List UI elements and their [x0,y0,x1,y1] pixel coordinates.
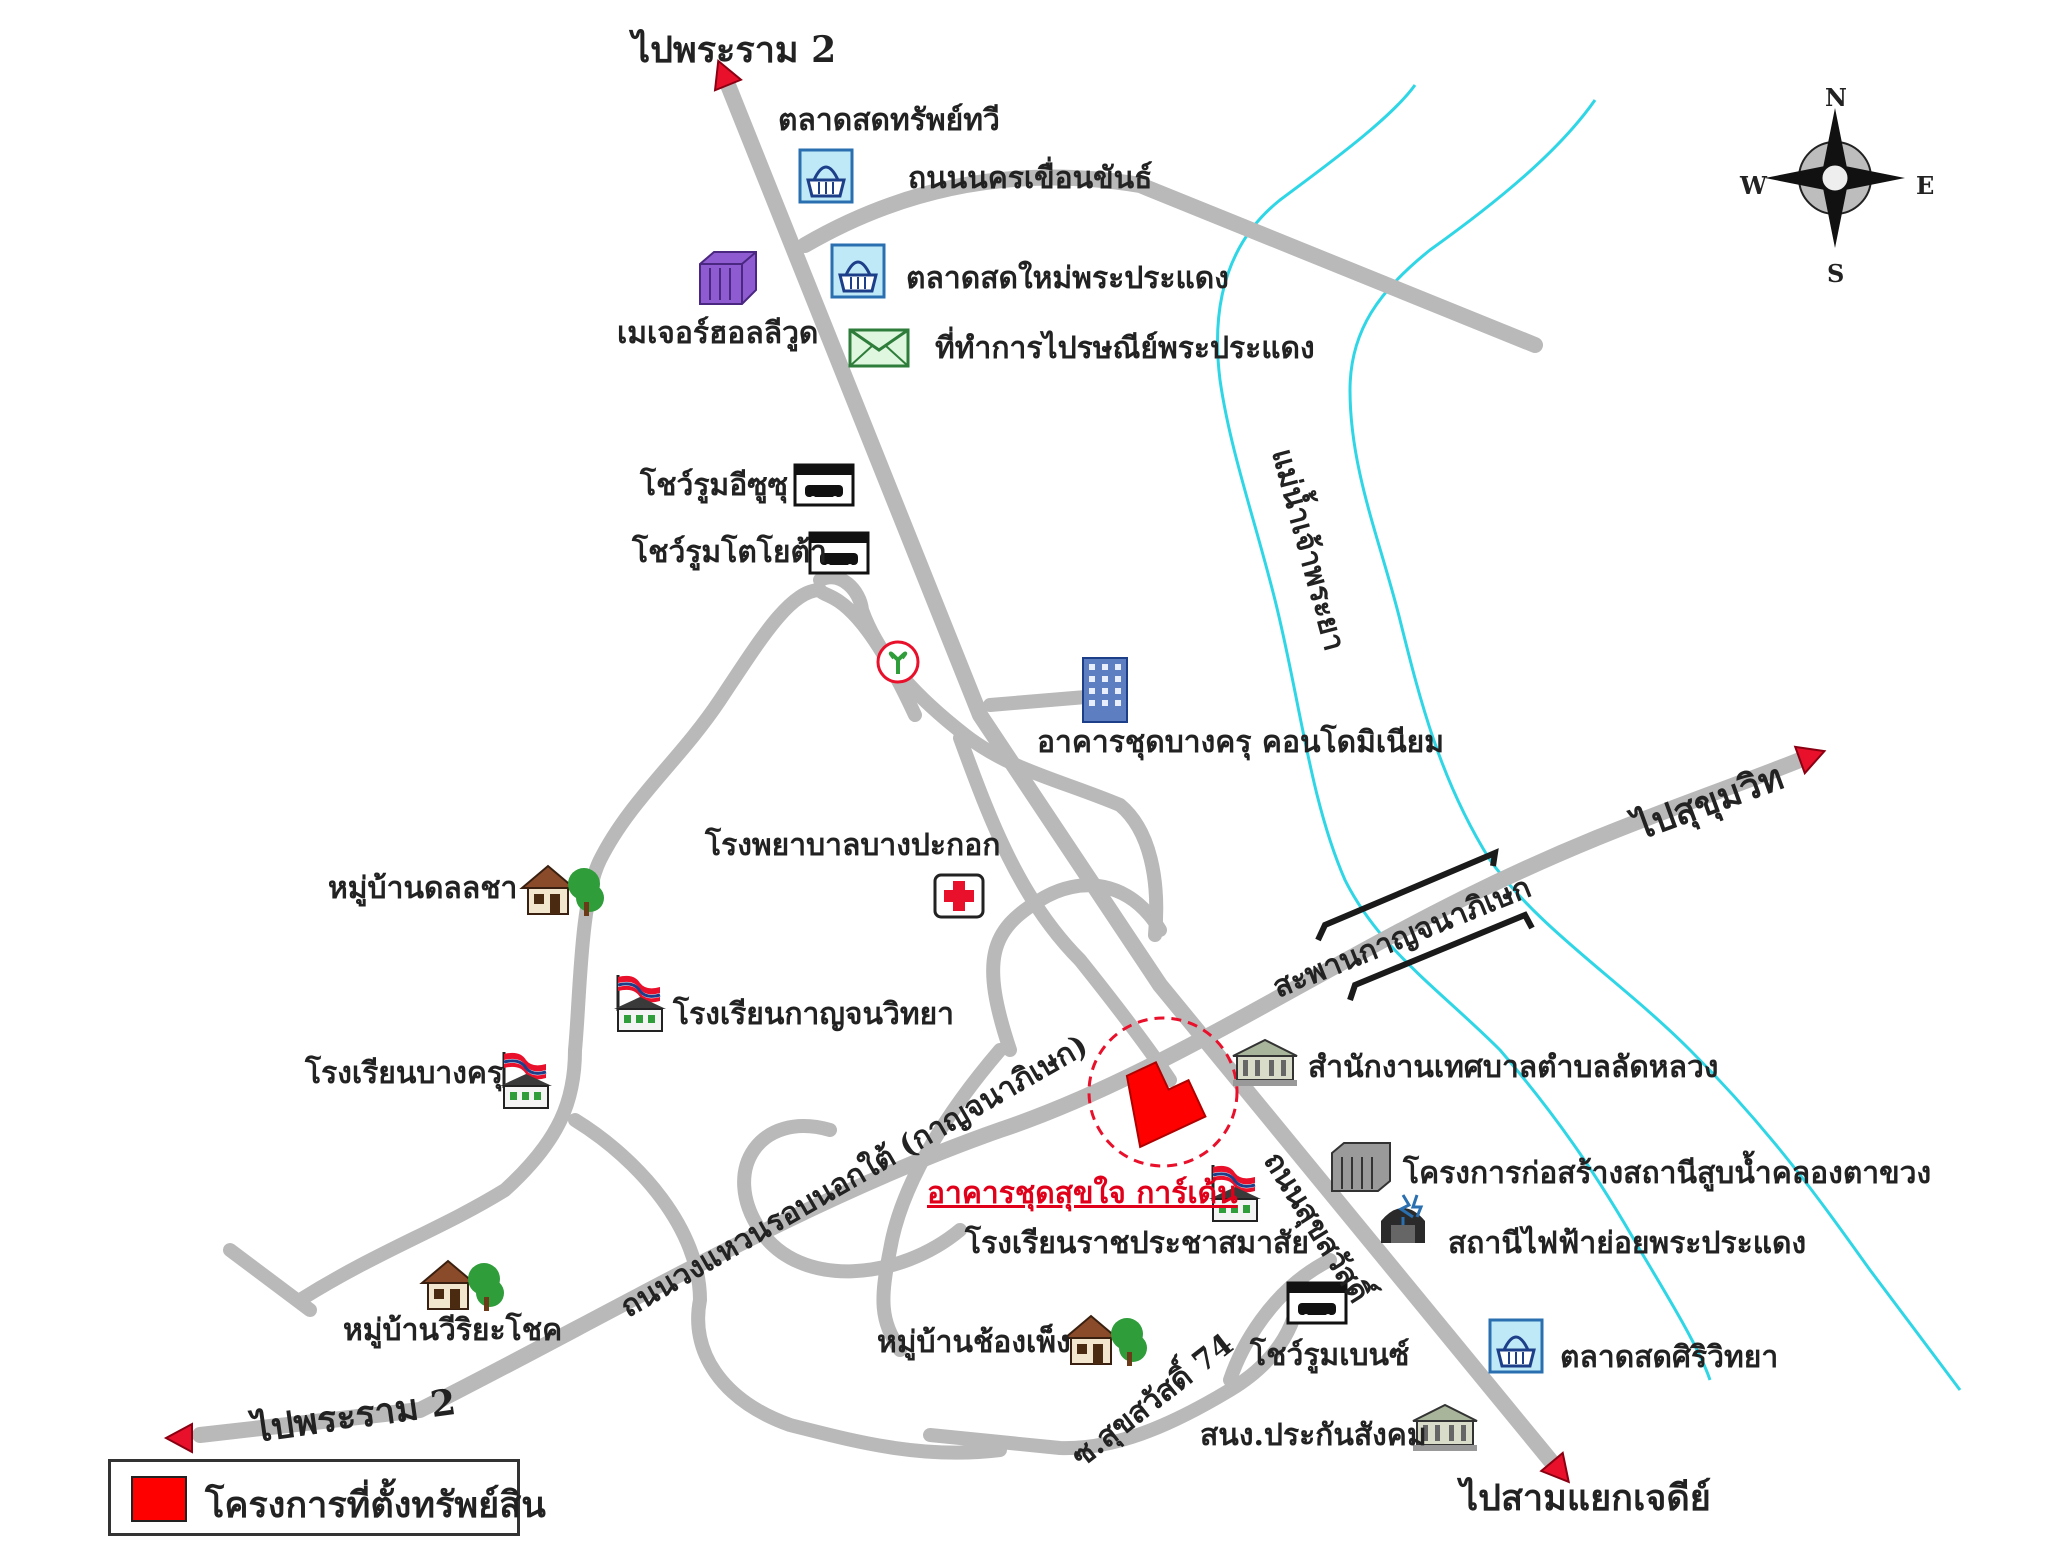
municipal-office-icon[interactable] [1232,1039,1298,1087]
label-post-office: ที่ทำการไปรษณีย์พระประแดง [935,326,1315,366]
label-showroom-toyota: โชว์รูมโตโยต้า [631,533,827,571]
village-house-icon[interactable] [1064,1315,1148,1367]
label-village-wiriyachok: หมู่บ้านวีริยะโชค [343,1311,562,1349]
legend-label: โครงการที่ตั้งทรัพย์สิน [205,1484,546,1526]
power-substation-icon[interactable] [1381,1194,1425,1243]
label-municipal-office: สำนักงานเทศบาลตำบลลัดหลวง [1308,1050,1718,1085]
label-hospital: โรงพยาบาลบางปะกอก [704,826,1000,863]
label-school-bangkru: โรงเรียนบางครุ [304,1054,503,1092]
village-house-icon[interactable] [421,1260,505,1312]
road-label-nakhon-khuean-khan: ถนนนครเขื่อนขันธ์ [908,156,1152,196]
arrow-rama2-bottom [165,1423,193,1453]
showroom-car-icon[interactable] [793,463,855,507]
map-legend: โครงการที่ตั้งทรัพย์สิน [108,1459,546,1536]
school-icon[interactable] [612,973,668,1033]
label-condo-bangkru: อาคารชุดบางครุ คอนโดมิเนียม [1037,723,1444,761]
label-showroom-isuzu: โชว์รูมอีซูซุ [639,466,788,504]
label-school-ratchaprachasamasai: โรงเรียนราชประชาสมาสัย [964,1224,1309,1261]
post-envelope-icon[interactable] [848,328,910,368]
compass-rose [1765,108,1905,248]
village-house-icon[interactable] [521,865,605,917]
label-school-kanchana: โรงเรียนกาญจนวิทยา [672,995,954,1032]
compass-e: E [1916,171,1934,200]
destination-samyaek-chedi: ไปสามแยกเจดีย์ [1456,1476,1711,1519]
label-social-security: สนง.ประกันสังคม [1200,1418,1427,1453]
bridge-marker [1315,848,1535,1001]
label-project-name[interactable]: อาคารชุดสุขใจ การ์เด้น [927,1175,1238,1212]
project-location-circle [1087,1016,1239,1168]
condo-building-icon[interactable] [1082,657,1128,723]
label-market-siriwitthaya: ตลาดสดศิริวิทยา [1560,1340,1778,1375]
market-icon[interactable] [798,148,854,204]
market-icon[interactable] [830,243,886,299]
label-market-phrapradaeng: ตลาดสดใหม่พระประแดง [906,260,1229,296]
market-icon[interactable] [1488,1318,1544,1374]
label-village-donlacha: หมู่บ้านดลลชา [328,871,517,907]
pumping-station-building-icon[interactable] [1331,1142,1391,1192]
river-label: แม่น้ำเจ้าพระยา [1264,443,1357,654]
label-substation: สถานีไฟฟ้าย่อยพระประแดง [1448,1225,1806,1261]
destination-sukhumvit: ไปสุขุมวิท [1625,755,1790,852]
compass-s: S [1827,259,1844,288]
hospital-cross-icon[interactable] [933,873,985,919]
destination-rama2-bottom: ไปพระราม 2 [246,1380,458,1452]
school-icon[interactable] [498,1050,554,1110]
legend-red-square-icon [131,1476,187,1522]
label-market-supthawi: ตลาดสดทรัพย์ทวี [778,103,1000,138]
project-location-marker[interactable] [1111,1053,1207,1149]
bank-logo-icon[interactable] [876,640,920,684]
label-pumping-station: โครงการก่อสร้างสถานีสูบน้ำคลองตาขวง [1402,1150,1931,1192]
cinema-icon[interactable] [699,251,757,305]
compass-n: N [1825,83,1847,112]
compass-w: W [1739,171,1768,200]
label-major-hollywood: เมเจอร์ฮอลลีวูด [617,316,818,352]
label-village-chongpheng: หมู่บ้านช้องเพ็ง [877,1323,1071,1361]
label-showroom-benz: โชว์รูมเบนซ์ [1249,1336,1409,1374]
destination-rama2-top: ไปพระราม 2 [628,28,836,71]
